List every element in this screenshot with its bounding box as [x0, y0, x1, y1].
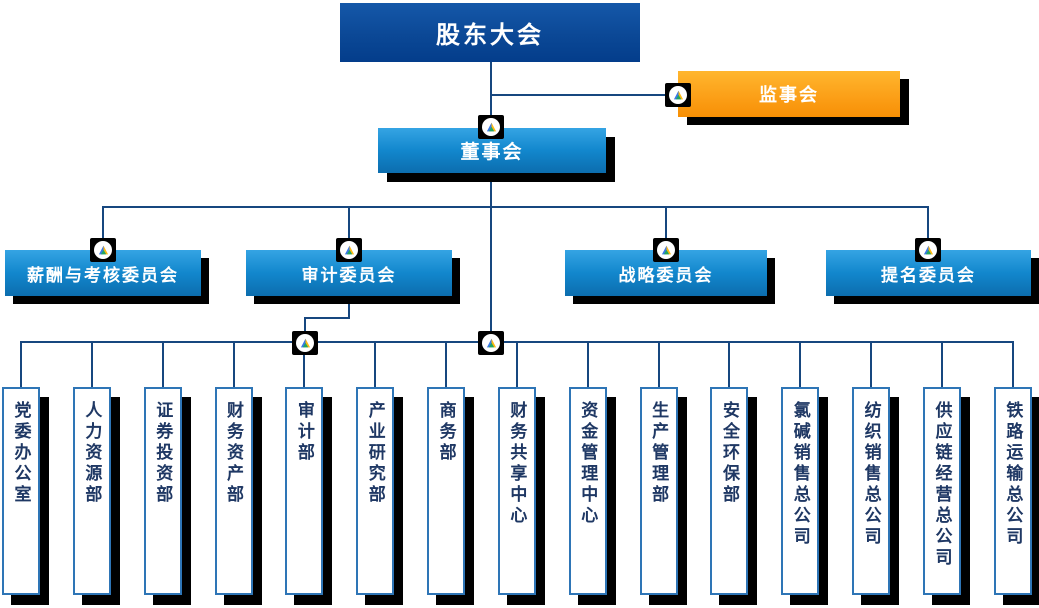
connector-line — [102, 206, 928, 208]
node-department[interactable]: 党委办公室 — [2, 341, 40, 595]
node-label: 供应链经营总公司 — [932, 401, 952, 569]
node-label: 薪酬与考核委员会 — [27, 265, 179, 285]
node-department[interactable]: 产业研究部 — [356, 341, 395, 595]
node-label: 战略委员会 — [618, 265, 714, 285]
node-department[interactable]: 铁路运输总公司 — [993, 341, 1032, 595]
toggle-triangle-icon — [296, 334, 314, 352]
toggle-triangle-icon — [340, 241, 358, 259]
node-department[interactable]: 人力资源部 — [72, 341, 111, 595]
node-department[interactable]: 生产管理部 — [639, 341, 678, 595]
node-label: 财务资产部 — [224, 401, 244, 506]
expand-toggle-icon[interactable] — [292, 331, 318, 355]
toggle-triangle-icon — [482, 334, 500, 352]
node-shareholders-meeting[interactable]: 股东大会 — [340, 3, 640, 62]
toggle-triangle-icon — [919, 241, 937, 259]
connector-line — [490, 206, 492, 343]
node-label: 资金管理中心 — [578, 401, 598, 527]
node-label: 党委办公室 — [11, 401, 31, 506]
connector-line — [490, 173, 492, 207]
node-department[interactable]: 证券投资部 — [143, 341, 182, 595]
node-label: 监事会 — [759, 85, 819, 105]
node-department[interactable]: 审计部 — [285, 341, 324, 595]
node-department[interactable]: 财务资产部 — [214, 341, 253, 595]
node-department[interactable]: 财务共享中心 — [497, 341, 536, 595]
node-supervisory-board[interactable]: 监事会 — [678, 71, 900, 117]
node-label: 提名委员会 — [881, 265, 976, 285]
node-label: 铁路运输总公司 — [1003, 401, 1023, 548]
departments-row: 党委办公室 人力资源部 证券投资部 财务资产部 审计部 产业研究部 商务部 财务… — [2, 341, 1032, 595]
expand-toggle-icon[interactable] — [336, 238, 362, 262]
node-label: 股东大会 — [436, 22, 544, 49]
expand-toggle-icon[interactable] — [478, 115, 504, 139]
toggle-triangle-icon — [482, 118, 500, 136]
toggle-triangle-icon — [657, 241, 675, 259]
node-label: 氯碱销售总公司 — [790, 401, 810, 548]
expand-toggle-icon[interactable] — [653, 238, 679, 262]
node-department[interactable]: 商务部 — [427, 341, 466, 595]
toggle-triangle-icon — [669, 86, 687, 104]
node-committee-nomination[interactable]: 提名委员会 — [826, 250, 1031, 296]
node-department[interactable]: 资金管理中心 — [568, 341, 607, 595]
connector-line — [490, 62, 492, 130]
expand-toggle-icon[interactable] — [478, 331, 504, 355]
node-label: 生产管理部 — [649, 401, 669, 506]
expand-toggle-icon[interactable] — [915, 238, 941, 262]
connector-line — [927, 206, 929, 251]
toggle-triangle-icon — [94, 241, 112, 259]
node-label: 商务部 — [436, 401, 456, 464]
node-label: 人力资源部 — [82, 401, 102, 506]
connector-line — [665, 206, 667, 251]
node-department[interactable]: 供应链经营总公司 — [922, 341, 961, 595]
node-label: 审计委员会 — [301, 265, 397, 285]
node-label: 纺织销售总公司 — [861, 401, 881, 548]
connector-line — [304, 317, 306, 343]
connector-line — [304, 317, 350, 319]
node-label: 证券投资部 — [153, 401, 173, 506]
connector-line — [348, 206, 350, 251]
node-label: 安全环保部 — [719, 401, 739, 506]
node-department[interactable]: 安全环保部 — [710, 341, 749, 595]
node-department[interactable]: 纺织销售总公司 — [852, 341, 891, 595]
node-label: 审计部 — [294, 401, 314, 464]
node-label: 产业研究部 — [365, 401, 385, 506]
connector-line — [348, 296, 350, 319]
node-label: 财务共享中心 — [507, 401, 527, 527]
node-committee-compensation[interactable]: 薪酬与考核委员会 — [5, 250, 201, 296]
expand-toggle-icon[interactable] — [90, 238, 116, 262]
connector-line — [491, 94, 678, 96]
node-label: 董事会 — [460, 142, 524, 163]
expand-toggle-icon[interactable] — [665, 83, 691, 107]
node-department[interactable]: 氯碱销售总公司 — [781, 341, 820, 595]
connector-line — [102, 206, 104, 251]
